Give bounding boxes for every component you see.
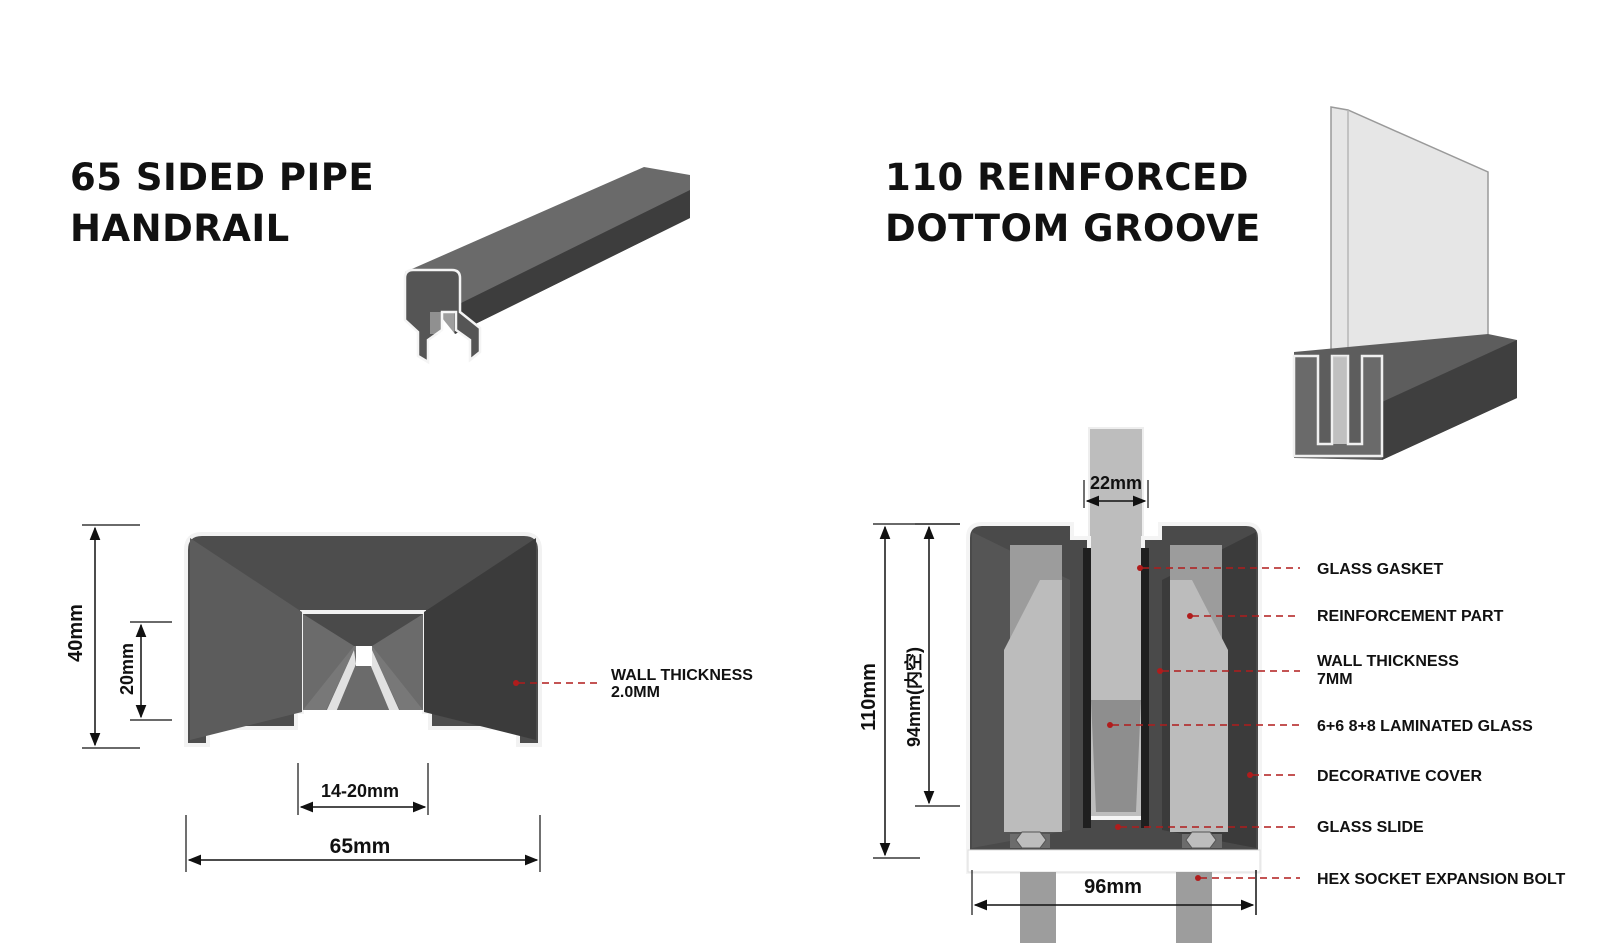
- left-dim-height: 40mm: [65, 604, 87, 662]
- groove-cross-section: [966, 427, 1262, 943]
- left-wall-label-1: WALL THICKNESS: [611, 667, 753, 684]
- callout-wall-thickness-2: 7MM: [1317, 671, 1353, 688]
- callout-glass-slide: GLASS SLIDE: [1317, 819, 1424, 836]
- left-wall-label-2: 2.0MM: [611, 684, 660, 701]
- callout-wall-thickness-1: WALL THICKNESS: [1317, 653, 1459, 670]
- right-title-line2: DOTTOM GROOVE: [885, 207, 1261, 250]
- left-dimensions: [82, 524, 541, 872]
- callout-glass-gasket: GLASS GASKET: [1317, 561, 1443, 578]
- left-title-line1: 65 SIDED PIPE: [70, 156, 375, 199]
- left-dim-slot-width: 14-20mm: [321, 781, 399, 801]
- callout-hex-bolt: HEX SOCKET EXPANSION BOLT: [1317, 871, 1566, 888]
- left-title-line2: HANDRAIL: [70, 207, 290, 250]
- right-dimensions: [873, 480, 1257, 915]
- callout-laminated-glass: 6+6 8+8 LAMINATED GLASS: [1317, 718, 1533, 735]
- handrail-3d-illustration: [403, 167, 690, 365]
- callout-reinforcement-part: REINFORCEMENT PART: [1317, 608, 1504, 625]
- left-dim-inner-height: 20mm: [117, 643, 137, 695]
- right-dim-inner-height: 94mm(内空): [903, 647, 924, 747]
- handrail-cross-section: [184, 532, 542, 747]
- right-dim-height: 110mm: [858, 663, 880, 731]
- right-title: 110 REINFORCED DOTTOM GROOVE: [885, 152, 1261, 254]
- groove-3d-illustration: [1292, 106, 1517, 460]
- left-title: 65 SIDED PIPE HANDRAIL: [70, 152, 374, 254]
- left-dim-width: 65mm: [330, 835, 391, 858]
- callout-decorative-cover: DECORATIVE COVER: [1317, 768, 1483, 785]
- right-title-line1: 110 REINFORCED: [885, 156, 1249, 199]
- right-callout-leaders: [1107, 565, 1300, 881]
- left-wall-leader-dot: [513, 680, 519, 686]
- right-dim-glass-width: 22mm: [1090, 473, 1142, 493]
- right-dim-width: 96mm: [1084, 876, 1142, 898]
